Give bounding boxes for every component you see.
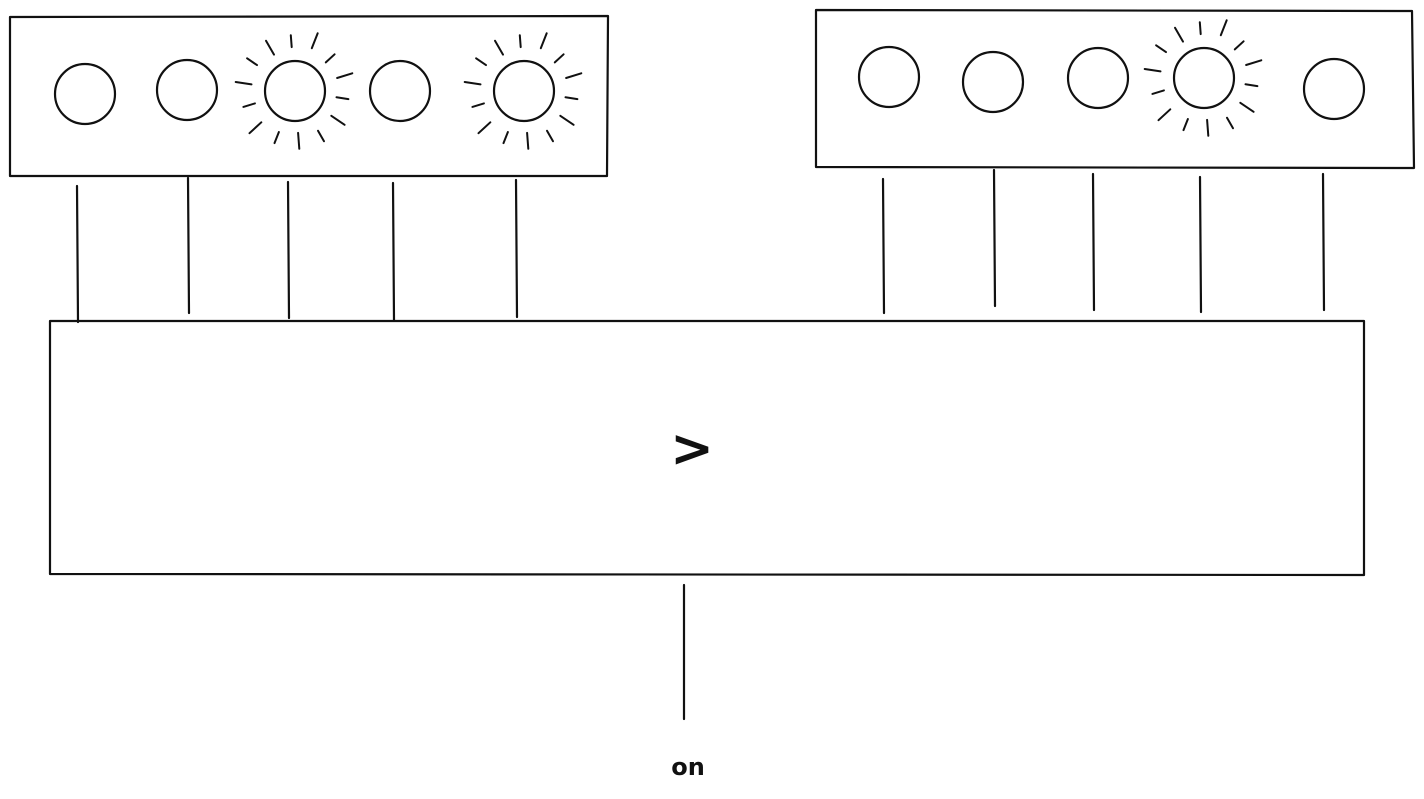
comparator: > <box>48 319 1366 577</box>
comparator-box <box>48 319 1366 577</box>
bit-circle <box>857 45 921 109</box>
bit-wire <box>992 168 997 308</box>
light-ray <box>526 131 530 150</box>
output-label: on <box>671 753 705 781</box>
lit-bulb-icon <box>234 32 354 150</box>
light-ray <box>463 81 482 86</box>
light-ray <box>242 102 256 108</box>
bit-wire <box>1091 172 1096 312</box>
light-ray <box>336 72 354 79</box>
light-ray <box>1245 59 1263 66</box>
bit-circle <box>961 50 1025 114</box>
light-ray <box>317 129 325 143</box>
output: on <box>671 583 705 781</box>
register-a-box <box>8 14 610 178</box>
light-ray <box>502 131 509 145</box>
light-ray <box>539 32 548 50</box>
bit-circle <box>155 58 219 122</box>
light-ray <box>330 114 346 126</box>
light-ray <box>477 121 492 135</box>
bit-wire <box>186 176 191 315</box>
light-ray <box>518 34 522 49</box>
circle-icon <box>1066 46 1130 110</box>
light-ray <box>289 34 293 49</box>
register-b-bits <box>857 19 1366 137</box>
light-ray <box>246 57 258 67</box>
light-ray <box>1143 68 1162 73</box>
register-b-wires <box>881 168 1326 315</box>
light-ray <box>1244 83 1259 88</box>
register-a <box>8 14 610 324</box>
light-ray <box>1226 116 1234 130</box>
light-ray <box>475 57 487 67</box>
light-ray <box>471 102 485 108</box>
light-ray <box>265 39 275 56</box>
bit-wire <box>1198 175 1203 314</box>
bit-circle <box>1172 46 1236 110</box>
light-ray <box>553 53 565 64</box>
light-ray <box>248 121 263 135</box>
light-ray <box>565 72 583 79</box>
light-ray <box>324 53 336 64</box>
circle-icon <box>961 50 1025 114</box>
light-ray <box>1233 40 1245 51</box>
bit-circle <box>368 59 432 123</box>
light-ray <box>310 32 319 50</box>
light-ray <box>1151 89 1165 95</box>
light-ray <box>273 131 280 145</box>
light-ray <box>559 114 575 126</box>
light-ray <box>234 81 253 86</box>
light-ray <box>1206 118 1210 137</box>
light-ray <box>564 96 579 101</box>
register-b-box <box>814 8 1416 170</box>
lit-bulb-icon <box>1143 19 1263 137</box>
register-b <box>814 8 1416 315</box>
register-a-bits <box>53 32 583 150</box>
bit-circle <box>263 59 327 123</box>
circle-icon <box>368 59 432 123</box>
bit-wire <box>514 178 519 319</box>
bit-wire <box>286 180 291 320</box>
light-ray <box>1239 101 1255 113</box>
circle-icon <box>857 45 921 109</box>
comparator-symbol: > <box>670 419 714 479</box>
light-ray <box>297 131 301 150</box>
bit-circle <box>1066 46 1130 110</box>
bit-wire <box>391 181 396 322</box>
lit-bulb-icon <box>463 32 583 150</box>
bit-wire <box>1321 172 1326 312</box>
circle-icon <box>1302 57 1366 121</box>
bit-circle <box>1302 57 1366 121</box>
bit-wire <box>881 177 886 315</box>
register-a-wires <box>75 176 519 324</box>
light-ray <box>1219 19 1228 37</box>
light-ray <box>1155 44 1167 54</box>
light-ray <box>1174 26 1184 43</box>
light-ray <box>546 129 554 143</box>
circle-icon <box>155 58 219 122</box>
light-ray <box>494 39 504 56</box>
circle-icon <box>53 62 117 126</box>
light-ray <box>1198 21 1202 36</box>
light-ray <box>1157 108 1172 122</box>
bit-circle <box>492 59 556 123</box>
bit-circle <box>53 62 117 126</box>
light-ray <box>1182 118 1189 132</box>
light-ray <box>335 96 350 101</box>
bit-wire <box>75 184 80 324</box>
